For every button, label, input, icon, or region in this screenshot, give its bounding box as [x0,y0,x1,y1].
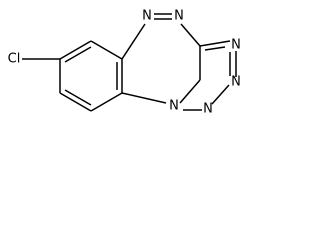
chemical-structure-diagram: Cl N N N N N N [8,9,241,117]
tetrazole-nitrogen-label-bottom: N [203,102,213,117]
bond-benzene-3 [90,92,123,112]
triazine-nitrogen-label-right: N [174,9,184,24]
bond-triazine-c-n-bridge [179,79,201,104]
bond-benzene-6-inner [64,46,92,63]
tetrazole-nitrogen-label-bottom-right: N [231,75,241,90]
bridgehead-nitrogen-label: N [169,99,179,114]
bond-triazine-n-c [180,23,201,47]
tetrazole-nitrogen-label-right: N [231,38,241,53]
bond-layer [22,13,237,112]
bond-triazine-n-c-benzo [121,92,167,104]
chlorine-atom-label: Cl [8,52,21,67]
atom-label-layer: Cl N N N N N N [8,9,241,117]
bond-tetrazole-c-n [199,40,231,47]
bond-tetrazole-n-n-bottom [211,84,230,105]
bond-benzene-1 [90,40,123,60]
bond-tetrazole-c-n-inner [204,46,226,51]
triazine-nitrogen-label-left: N [142,9,152,24]
bond-benzene-6 [59,40,92,60]
bond-benzene-4-inner [64,89,92,106]
bond-triazine-c-n [121,23,146,60]
bond-benzene-4 [59,92,92,112]
